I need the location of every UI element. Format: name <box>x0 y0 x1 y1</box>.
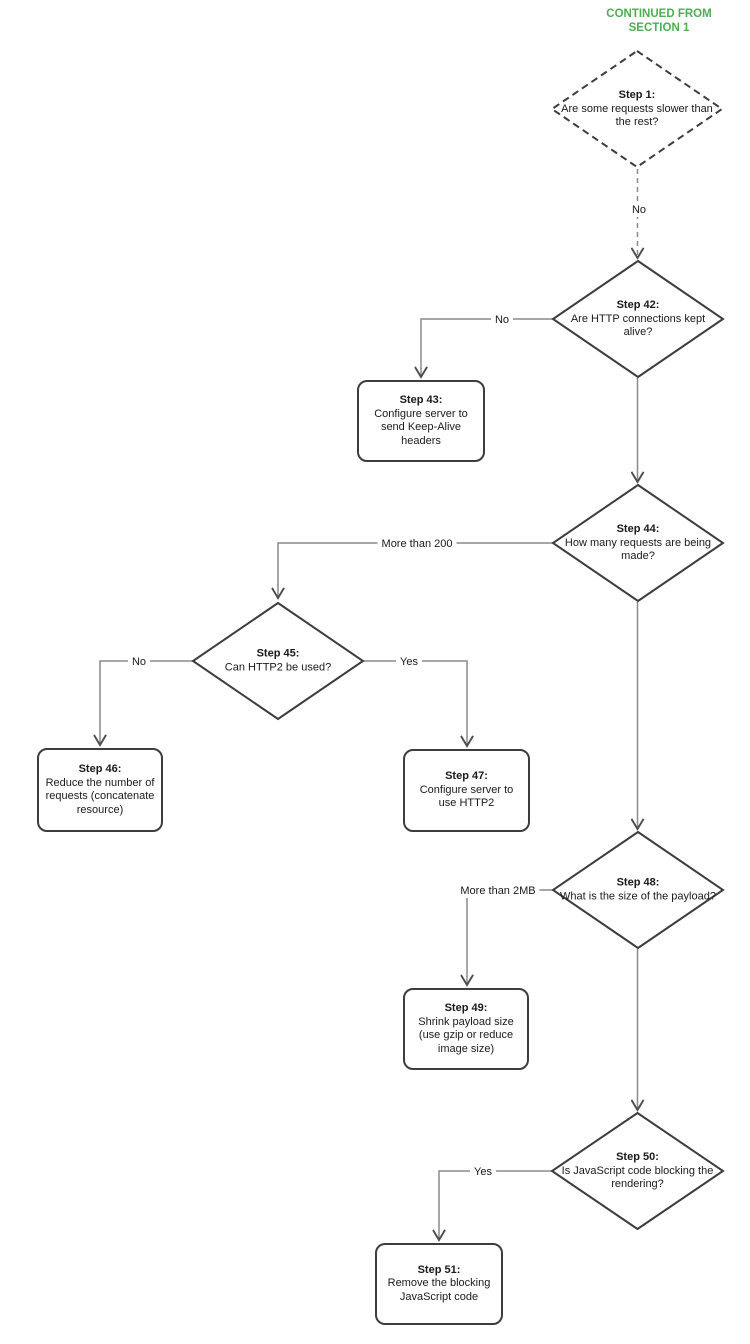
diamond-shape <box>551 259 725 379</box>
diamond-shape <box>551 483 725 603</box>
edge-step44-step45 <box>278 542 553 598</box>
node-step-47-title: Step 47: <box>445 770 488 783</box>
diamond-shape <box>550 49 724 169</box>
node-step-43-text: Configure server to send Keep-Alive head… <box>374 407 468 447</box>
diamond-shape <box>551 830 725 950</box>
node-step-51-text: Remove the blocking JavaScript code <box>387 1277 491 1303</box>
edge-label-step48-more-than-2mb: More than 2MB <box>456 884 540 898</box>
node-step-42: Step 42: Are HTTP connections kept alive… <box>551 259 725 379</box>
node-step-44-text: How many requests are being made? <box>564 536 712 562</box>
node-step-45-title: Step 45: <box>256 647 300 660</box>
node-step-49: Step 49: Shrink payload size (use gzip o… <box>403 988 529 1070</box>
node-step-46: Step 46: Reduce the number of requests (… <box>37 748 163 832</box>
continued-from-line1: CONTINUED FROM <box>606 8 712 20</box>
node-step-48: Step 48: What is the size of the payload… <box>551 830 725 950</box>
edge-step45-step46 <box>100 660 193 745</box>
node-step-50-title: Step 50: <box>616 1150 659 1163</box>
node-step-51: Step 51: Remove the blocking JavaScript … <box>375 1243 503 1325</box>
edge-label-step42-no: No <box>490 313 514 327</box>
node-step-48-title: Step 48: <box>616 876 660 889</box>
node-step-50: Step 50: Is JavaScript code blocking the… <box>550 1111 725 1231</box>
edge-step45-step47 <box>363 660 467 746</box>
node-step-1-text: Are some requests slower than the rest? <box>561 102 713 128</box>
node-step-49-text: Shrink payload size (use gzip or reduce … <box>418 1015 514 1055</box>
node-step-45-text: Can HTTP2 be used? <box>224 661 332 673</box>
diamond-shape <box>191 601 365 721</box>
node-step-42-text: Are HTTP connections kept alive? <box>570 312 706 338</box>
edge-label-step44-more-than-200: More than 200 <box>377 537 457 551</box>
edge-label-step50-yes: Yes <box>470 1165 496 1179</box>
node-step-45: Step 45: Can HTTP2 be used? <box>191 601 365 721</box>
node-step-49-title: Step 49: <box>444 1002 488 1014</box>
node-step-51-title: Step 51: <box>417 1263 461 1276</box>
node-step-42-title: Step 42: <box>616 298 660 311</box>
node-step-1: Step 1: Are some requests slower than th… <box>550 49 724 169</box>
node-step-43-title: Step 43: <box>399 394 443 406</box>
node-step-47: Step 47: Configure server to use HTTP2 <box>403 749 530 832</box>
edge-step50-step51 <box>439 1170 552 1240</box>
node-step-46-title: Step 46: <box>78 763 122 775</box>
continued-from-label: CONTINUED FROM SECTION 1 <box>559 7 750 35</box>
node-step-44: Step 44: How many requests are being mad… <box>551 483 725 603</box>
node-step-1-title: Step 1: <box>618 88 656 101</box>
edge-step48-step49 <box>467 889 553 985</box>
edge-label-step45-yes: Yes <box>396 655 422 669</box>
continued-from-line2: SECTION 1 <box>628 22 690 34</box>
edge-label-step45-no: No <box>127 655 151 669</box>
node-step-44-title: Step 44: <box>616 522 660 535</box>
edge-step42-step43 <box>421 318 553 377</box>
node-step-43: Step 43: Configure server to send Keep-A… <box>357 380 485 462</box>
node-step-46-text: Reduce the number of requests (concatena… <box>45 776 155 816</box>
node-step-50-text: Is JavaScript code blocking the renderin… <box>561 1164 714 1190</box>
node-step-48-text: What is the size of the payload? <box>560 890 716 902</box>
edge-label-step1-no: No <box>627 203 651 217</box>
node-step-47-text: Configure server to use HTTP2 <box>419 783 514 810</box>
diamond-shape <box>550 1111 725 1231</box>
